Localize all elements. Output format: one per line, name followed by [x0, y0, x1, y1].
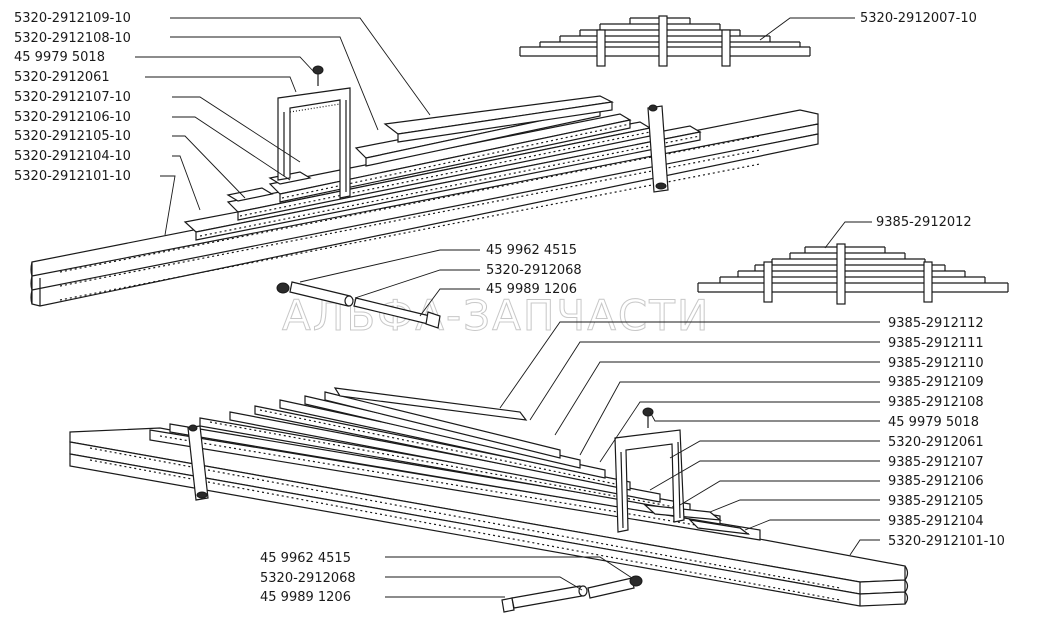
bottom-spring-left-clip — [187, 424, 209, 501]
label-top-left-1: 5320-2912109-10 — [14, 11, 131, 26]
top-spring-u-bolt-clamp — [277, 87, 351, 199]
top-spring-side-view — [519, 15, 811, 67]
bottom-spring-u-bolt-clamp — [614, 429, 685, 533]
bottom-spring-bolt — [642, 407, 654, 428]
label-bottom-right-11: 9385-2912104 — [888, 514, 984, 529]
label-bottom-right-9: 9385-2912106 — [888, 474, 984, 489]
label-bottom-right-10: 9385-2912105 — [888, 494, 984, 509]
label-bottom-right-7: 5320-2912061 — [888, 435, 984, 450]
middle-spring-side-view — [697, 243, 1009, 305]
label-middle-3: 45 9989 1206 — [486, 282, 577, 297]
leader-lines — [135, 17, 880, 598]
labels-bottom-right: 9385-2912112 9385-2912111 9385-2912110 9… — [888, 316, 1005, 549]
labels-bottom-left: 45 9962 4515 5320-2912068 45 9989 1206 — [260, 551, 356, 605]
label-bottom-left-2: 5320-2912068 — [260, 571, 356, 586]
label-top-left-7: 5320-2912105-10 — [14, 129, 131, 144]
label-bottom-left-1: 45 9962 4515 — [260, 551, 351, 566]
label-bottom-right-12: 5320-2912101-10 — [888, 534, 1005, 549]
label-bottom-right-4: 9385-2912109 — [888, 375, 984, 390]
top-spring-assembly — [30, 65, 819, 307]
top-spring-right-clip — [647, 104, 669, 193]
label-top-left-5: 5320-2912107-10 — [14, 90, 131, 105]
label-mid-right: 9385-2912012 — [876, 215, 972, 230]
top-spring-stack-leaves — [183, 95, 702, 241]
label-top-left-8: 5320-2912104-10 — [14, 149, 131, 164]
label-bottom-left-3: 45 9989 1206 — [260, 590, 351, 605]
labels-top-left: 5320-2912109-10 5320-2912108-10 45 9979 … — [14, 11, 131, 184]
label-bottom-right-2: 9385-2912111 — [888, 336, 984, 351]
labels-middle: 45 9962 4515 5320-2912068 45 9989 1206 — [486, 243, 582, 297]
label-middle-1: 45 9962 4515 — [486, 243, 577, 258]
label-top-right: 5320-2912007-10 — [860, 11, 977, 26]
label-bottom-right-5: 9385-2912108 — [888, 395, 984, 410]
bottom-pin-set — [501, 575, 643, 613]
label-bottom-right-6: 45 9979 5018 — [888, 415, 979, 430]
top-pin-set — [276, 281, 441, 329]
label-top-left-2: 5320-2912108-10 — [14, 31, 131, 46]
top-spring-bolt — [312, 65, 324, 86]
label-top-left-3: 45 9979 5018 — [14, 50, 105, 65]
label-top-left-6: 5320-2912106-10 — [14, 110, 131, 125]
label-bottom-right-8: 9385-2912107 — [888, 455, 984, 470]
label-middle-2: 5320-2912068 — [486, 263, 582, 278]
label-top-left-9: 5320-2912101-10 — [14, 169, 131, 184]
bottom-spring-stack-leaves — [149, 387, 761, 541]
label-bottom-right-1: 9385-2912112 — [888, 316, 984, 331]
label-bottom-right-3: 9385-2912110 — [888, 356, 984, 371]
bottom-spring-main-leaves — [69, 427, 909, 607]
bottom-spring-assembly — [69, 387, 909, 607]
label-top-left-4: 5320-2912061 — [14, 70, 110, 85]
